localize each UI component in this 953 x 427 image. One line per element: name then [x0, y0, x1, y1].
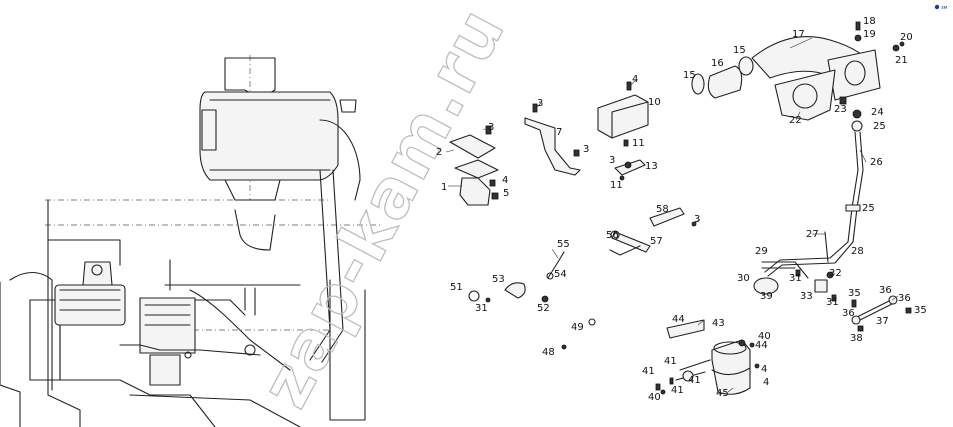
site-logo-text: зм — [941, 5, 948, 11]
callout-41: 41 — [688, 375, 701, 386]
callout-3: 3 — [583, 144, 589, 155]
callout-31: 31 — [475, 303, 488, 314]
callout-54: 54 — [554, 269, 567, 280]
callout-33: 33 — [800, 291, 813, 302]
callout-2: 2 — [436, 147, 442, 158]
callout-55: 55 — [557, 239, 570, 250]
callout-38: 38 — [850, 333, 863, 344]
watermark: zap-kam.ru — [246, 0, 520, 420]
callout-24: 24 — [871, 107, 884, 118]
callout-29: 29 — [755, 246, 768, 257]
callout-30: 30 — [737, 273, 750, 284]
callout-3: 3 — [609, 155, 615, 166]
callout-57: 57 — [650, 236, 663, 247]
callout-35: 35 — [914, 305, 927, 316]
site-logo: зм — [934, 4, 948, 11]
callout-3: 3 — [537, 98, 543, 109]
callout-3: 3 — [488, 122, 494, 133]
callout-4: 4 — [763, 377, 769, 388]
callout-41: 41 — [671, 385, 684, 396]
callout-37: 37 — [876, 316, 889, 327]
callout-16: 16 — [711, 58, 724, 69]
callout-11: 11 — [610, 180, 623, 191]
callout-49: 49 — [571, 322, 584, 333]
callout-15: 15 — [733, 45, 746, 56]
callout-44: 44 — [755, 340, 768, 351]
callout-48: 48 — [542, 347, 555, 358]
callout-22: 22 — [789, 115, 802, 126]
callout-36: 36 — [842, 308, 855, 319]
callout-23: 23 — [834, 104, 847, 115]
mount-bracket-group — [449, 81, 649, 206]
callout-7: 7 — [556, 127, 562, 138]
callout-19: 19 — [863, 29, 876, 40]
callout-25: 25 — [873, 121, 886, 132]
callout-43: 43 — [712, 318, 725, 329]
callout-3: 3 — [694, 214, 700, 225]
callout-58: 58 — [656, 204, 669, 215]
callout-41: 41 — [664, 356, 677, 367]
callout-20: 20 — [900, 32, 913, 43]
callout-4: 4 — [502, 175, 508, 186]
callout-40: 40 — [648, 392, 661, 403]
callout-44: 44 — [672, 314, 685, 325]
callout-52: 52 — [537, 303, 550, 314]
callout-41: 41 — [642, 366, 655, 377]
tube-assembly — [753, 120, 864, 302]
callout-4: 4 — [761, 364, 767, 375]
callout-32: 32 — [829, 268, 842, 279]
callout-28: 28 — [851, 246, 864, 257]
callout-36: 36 — [879, 285, 892, 296]
filter-assembly — [655, 319, 760, 395]
callout-13: 13 — [645, 161, 658, 172]
callout-56: 56 — [606, 230, 619, 241]
callout-31: 31 — [789, 273, 802, 284]
callout-40: 40 — [758, 331, 771, 342]
linkage-group — [468, 207, 697, 350]
callout-labels: 1 2 3 4 5 3 7 3 4 10 11 3 13 11 15 16 15… — [436, 16, 927, 403]
callout-36: 36 — [898, 293, 911, 304]
callout-25: 25 — [862, 203, 875, 214]
callout-39: 39 — [760, 291, 773, 302]
callout-53: 53 — [492, 274, 505, 285]
callout-31: 31 — [826, 297, 839, 308]
leader-lines — [445, 37, 899, 393]
callout-4: 4 — [632, 74, 638, 85]
intake-pipe-group — [691, 21, 905, 121]
callout-51: 51 — [450, 282, 463, 293]
callout-18: 18 — [863, 16, 876, 27]
callout-5: 5 — [503, 188, 509, 199]
callout-17: 17 — [792, 29, 805, 40]
callout-21: 21 — [895, 55, 908, 66]
callout-27: 27 — [806, 229, 819, 240]
callout-15: 15 — [683, 70, 696, 81]
callout-1: 1 — [441, 182, 447, 193]
callout-26: 26 — [870, 157, 883, 168]
callout-35: 35 — [848, 288, 861, 299]
callout-45: 45 — [716, 388, 729, 399]
callout-10: 10 — [648, 97, 661, 108]
engine-assembly — [0, 55, 380, 427]
callout-11: 11 — [632, 138, 645, 149]
